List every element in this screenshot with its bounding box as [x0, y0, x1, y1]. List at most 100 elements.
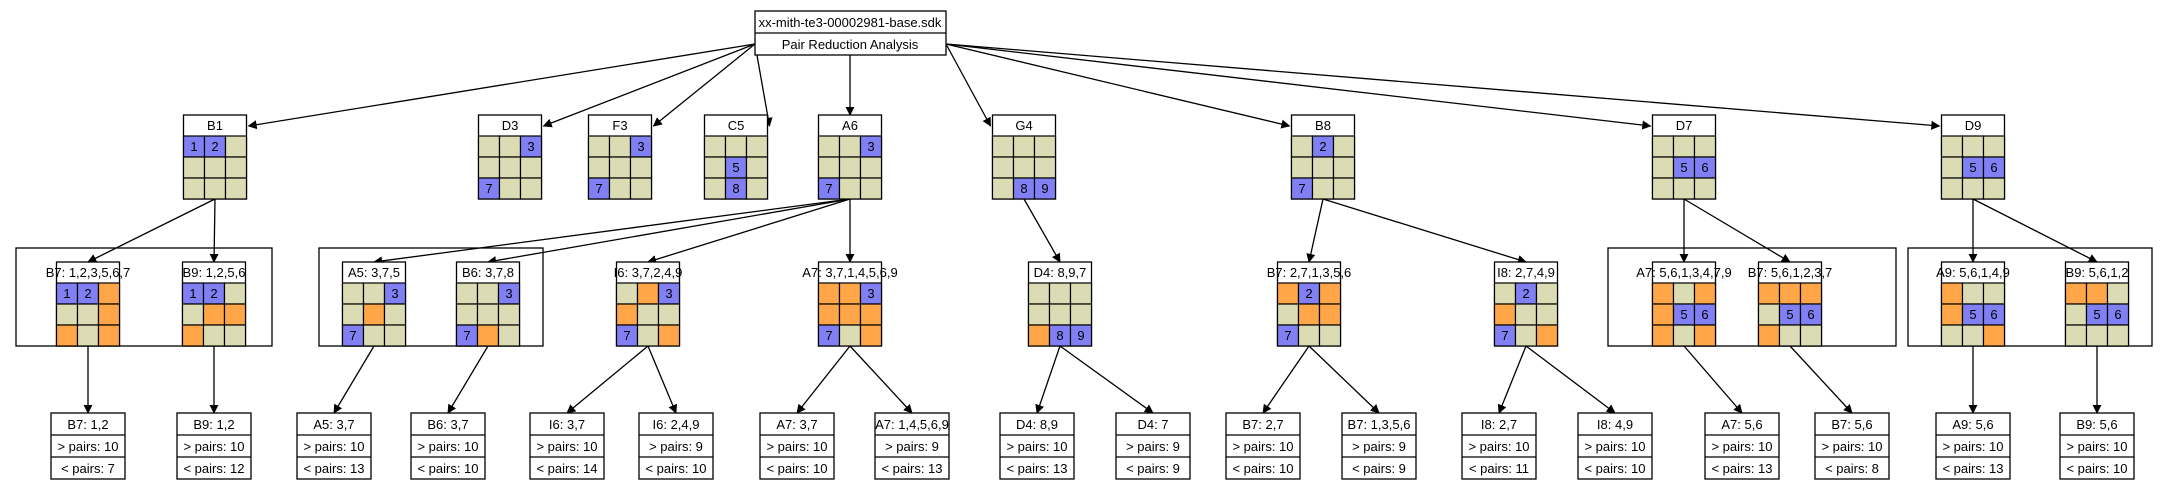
grid-cell [859, 303, 883, 326]
grid-cell [1693, 324, 1717, 347]
grid-cell [636, 324, 660, 347]
grid-cell [1311, 177, 1335, 200]
node-label: B1 [207, 118, 223, 133]
node-label: B9: 5,6,1,2 [2066, 265, 2129, 280]
leaf-node-i6-2-4-9: I6: 2,4,9> pairs: 9< pairs: 10 [638, 412, 714, 480]
cell-digit: 7 [349, 328, 356, 343]
leaf-node-b9-5-6: B9: 5,6> pairs: 10< pairs: 10 [2059, 412, 2135, 480]
grid-cell [97, 324, 121, 347]
edge-l2-l3 [1789, 345, 1853, 414]
edge-root-l1 [652, 43, 756, 127]
edge-l2-l3 [1262, 345, 1310, 414]
edge-root-l1 [542, 43, 756, 128]
cell-digit: 9 [1041, 181, 1048, 196]
cell-digit: 2 [84, 286, 91, 301]
grid-cell [1033, 156, 1057, 179]
grid-cell [498, 156, 522, 179]
grid-cell [477, 156, 501, 179]
grid-cell [615, 303, 639, 326]
grid-cell [1778, 282, 1802, 305]
grid-cell [223, 303, 247, 326]
grid-cell [859, 156, 883, 179]
leaf-gt: > pairs: 9 [1352, 439, 1406, 454]
grid-cell [182, 156, 206, 179]
cell-digit: 1 [190, 139, 197, 154]
grid-cell [2106, 324, 2130, 347]
grid-cell [838, 156, 862, 179]
node-label: D3 [502, 118, 519, 133]
grid-cell [1961, 177, 1985, 200]
grid-cell [657, 324, 681, 347]
node-label: A6 [842, 118, 858, 133]
leaf-lt: < pairs: 9 [1352, 461, 1406, 476]
grid-cell [991, 177, 1015, 200]
grid-cell [97, 303, 121, 326]
leaf-title: I8: 2,7 [1481, 417, 1517, 432]
leaf-node-a7-3-7: A7: 3,7> pairs: 10< pairs: 10 [759, 412, 835, 480]
grid-cell [657, 303, 681, 326]
grid-cell [1297, 324, 1321, 347]
cell-digit: 5 [1969, 307, 1976, 322]
grid-cell [1961, 135, 1985, 158]
edge-l2-l3 [566, 345, 649, 414]
edge-l1-l2 [1023, 198, 1061, 263]
grid-cell [745, 135, 769, 158]
edge-root-l1 [945, 43, 992, 127]
leaf-node-b6-3-7: B6: 3,7> pairs: 10< pairs: 10 [410, 412, 486, 480]
grid-cell [1069, 282, 1093, 305]
leaf-gt: > pairs: 10 [1942, 439, 2003, 454]
grid-cell [859, 177, 883, 200]
edge-root-l1 [754, 43, 773, 127]
leaf-title: B7: 5,6 [1831, 417, 1872, 432]
edge-l1-l2 [1972, 198, 2098, 263]
node-label: D9 [1965, 118, 1982, 133]
cluster-d9 [1907, 247, 2153, 347]
node-label: G4 [1015, 118, 1032, 133]
leaf-node-b7-1-2: B7: 1,2> pairs: 10< pairs: 7 [50, 412, 126, 480]
grid-cell [1033, 135, 1057, 158]
grid-cell [1033, 177, 1057, 200]
leaf-gt: > pairs: 10 [183, 439, 244, 454]
edge-l1-l2 [1322, 198, 1527, 264]
grid-cell [97, 282, 121, 305]
grid-cell [1514, 324, 1538, 347]
grid-cell [383, 303, 407, 326]
grid-cell [1757, 303, 1781, 326]
leaf-lt: < pairs: 14 [536, 461, 597, 476]
grid-cell [224, 135, 248, 158]
leaf-node-a9-5-6: A9: 5,6> pairs: 10< pairs: 13 [1935, 412, 2011, 480]
leaf-node-b7-1-3-5-6: B7: 1,3,5,6> pairs: 9< pairs: 9 [1341, 412, 1417, 480]
level2-node-b7-2-7-1-3-5-6: B7: 2,7,1,3,5,627 [1267, 261, 1351, 347]
cell-digit: 6 [1990, 160, 1997, 175]
grid-cell [608, 135, 632, 158]
grid-cell [362, 282, 386, 305]
leaf-gt: > pairs: 9 [649, 439, 703, 454]
grid-cell [1048, 303, 1072, 326]
cell-digit: 5 [1680, 160, 1687, 175]
edge-l2-l3 [1497, 345, 1527, 414]
grid-cell [1048, 282, 1072, 305]
grid-cell [1778, 324, 1802, 347]
leaf-gt: > pairs: 9 [1126, 439, 1180, 454]
leaf-title: D4: 7 [1137, 417, 1168, 432]
node-label: B7: 1,2,3,5,6,7 [46, 265, 131, 280]
node-label: A5: 3,7,5 [348, 265, 400, 280]
grid-cell [1799, 324, 1823, 347]
edge-l2-l3 [1308, 345, 1380, 414]
grid-cell [1651, 177, 1675, 200]
cell-digit: 2 [1305, 286, 1312, 301]
leaf-gt: > pairs: 10 [57, 439, 118, 454]
grid-cell [838, 303, 862, 326]
edge-l1-l2 [373, 198, 851, 266]
grid-cell [1693, 282, 1717, 305]
grid-cell [1297, 303, 1321, 326]
grid-cell [1651, 282, 1675, 305]
leaf-lt: < pairs: 13 [881, 461, 942, 476]
grid-cell [498, 135, 522, 158]
node-label: A7: 3,7,1,4,5,6,9 [802, 265, 897, 280]
